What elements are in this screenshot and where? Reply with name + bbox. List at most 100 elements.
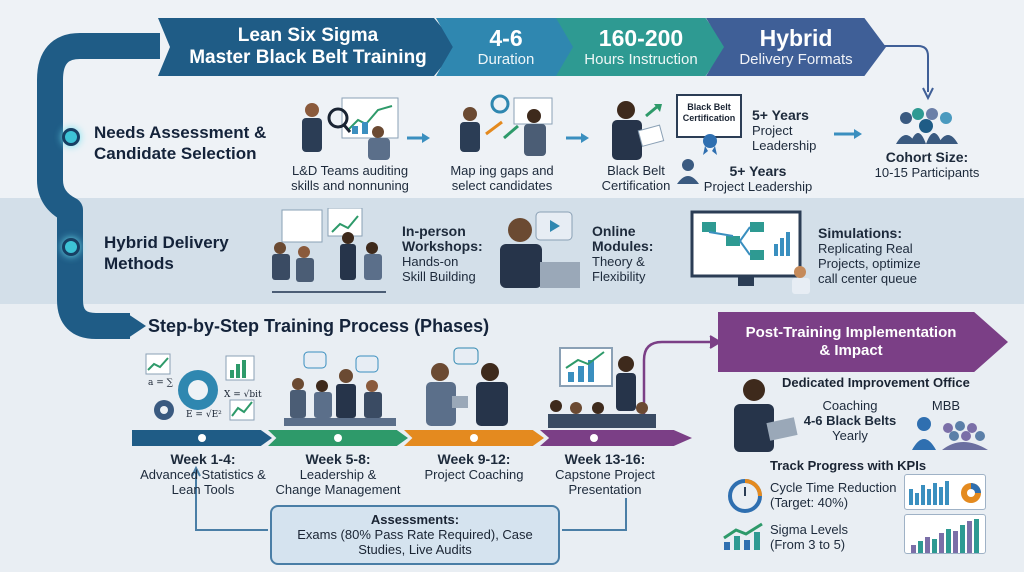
inperson-desc-line2: Skill Building [402,269,476,284]
simulations-desc-line2: Projects, optimize [818,256,921,271]
phase-label-1: Week 1-4: Advanced Statistics & Lean Too… [128,451,278,498]
duration-value: 4-6 [489,25,523,51]
assessments-line2: Studies, Live Audits [358,542,472,557]
online-modules: Online Modules: Theory & Flexibility [592,223,654,285]
certificate-badge: Black Belt Certification [676,94,742,138]
phase-label-2: Week 5-8: Leadership & Change Management [266,451,410,498]
kpi-dashboard-panel-2 [904,514,986,554]
step1-line2: skills and nonnuning [291,178,409,193]
hybrid-title: Hybrid Delivery Methods [104,232,229,274]
phase-4-week: Week 13-16: [564,451,646,467]
ribbon-seal-icon [703,134,717,155]
step3-line1: Black Belt [607,163,665,178]
duration-chevron: 4-6 Duration [436,18,576,76]
requirement1-value: 5+ Years [752,107,809,123]
cohort-info: Cohort Size: 10-15 Participants [862,149,992,181]
inperson-title-line1: In-person [402,223,466,239]
formula-1: a = ∑ [148,378,174,388]
cohort-title: Cohort Size: [885,149,969,165]
step2-line1: Map ing gaps and [450,163,554,178]
hybrid-title-line1: Hybrid Delivery [104,233,229,252]
phase-bar-1 [132,430,272,446]
kpi-dashboard-panel-1 [904,474,986,510]
office-title: Dedicated Improvement Office [782,375,970,390]
simulations-title: Simulations: [818,225,903,241]
phase-4-line1: Capstone Project [555,467,655,482]
requirement2-label: Project Leadership [703,179,813,194]
step2-label: Map ing gaps and select candidates [440,163,564,193]
mbb-team-icon [912,417,988,450]
requirement1-line2: Leadership [752,138,817,153]
needs-title: Needs Assessment & Candidate Selection [94,122,266,164]
kpi1-line2: (Target: 40%) [770,495,849,510]
kpi-sigma-levels: Sigma Levels (From 3 to 5) [770,522,848,552]
ld-team-illustration [302,97,399,160]
hours-value: 160-200 [598,25,684,51]
formula-3: E = √E² [186,410,222,420]
phase-1-week: Week 1-4: [170,451,236,467]
coaching-illustration [426,347,508,426]
process-title: Step-by-Step Training Process (Phases) [148,316,490,336]
capstone-presentation-illustration [548,347,656,428]
requirement2-value: 5+ Years [729,163,787,179]
phase-bar-2 [268,430,408,446]
hours-chevron: 160-200 Hours Instruction [556,18,726,76]
simulation-monitor-illustration [690,210,810,294]
program-title-chevron: Lean Six Sigma Master Black Belt Trainin… [158,18,458,76]
online-title-line2: Modules: [592,238,654,254]
online-learner-illustration [500,211,580,288]
requirement2: 5+ Years Project Leadership [700,163,816,195]
step1-label: L&D Teams auditing skills and nonnuning [288,163,412,193]
kpi1-line1: Cycle Time Reduction [770,480,897,495]
hours-label: Hours Instruction [584,51,698,68]
needs-title-line1: Needs Assessment & [94,123,267,142]
person-icon [677,159,699,184]
hybrid-title-line2: Methods [104,254,174,273]
phase-2-line2: Change Management [275,482,401,497]
leadership-team-illustration [284,351,396,426]
inperson-title-line2: Workshops: [402,238,483,254]
simulations-desc-line3: call center queue [818,271,918,286]
post-training-title-line2: & Impact [819,342,883,359]
formula-2: X = √bit [224,390,262,400]
stopwatch-icon [728,479,762,513]
needs-title-line2: Candidate Selection [94,144,257,163]
coaching-line1: Coaching [822,398,878,413]
improvement-office-person-illustration [734,379,798,452]
mbb-label: MBB [931,398,961,413]
simulations-desc-line1: Replicating Real [818,241,913,256]
phase-1-line1: Advanced Statistics & [140,467,266,482]
post-training-arrow: Post-Training Implementation & Impact [718,312,1008,372]
simulations: Simulations: Replicating Real Projects, … [818,225,921,287]
assessments-title: Assessments: [370,512,460,527]
online-desc-line2: Flexibility [592,269,646,284]
step3-line2: Certification [601,178,671,193]
delivery-chevron: Hybrid Delivery Formats [706,18,886,76]
phase-2-week: Week 5-8: [305,451,371,467]
statistics-tools-illustration [145,353,255,421]
requirement1-line1: Project [752,123,793,138]
certificate-line1: Black Belt [687,102,731,112]
kpi2-line1: Sigma Levels [770,522,849,537]
black-belt-person-illustration [612,101,665,160]
kpi-cycle-time: Cycle Time Reduction (Target: 40%) [770,480,896,510]
phase-label-4: Week 13-16: Capstone Project Presentatio… [540,451,670,498]
step2-line2: select candidates [451,178,553,193]
certificate-line2: Certification [682,113,736,123]
step1-line1: L&D Teams auditing [291,163,409,178]
delivery-value: Hybrid [759,25,833,51]
program-title-line2: Master Black Belt Training [189,47,427,68]
coaching-info: Coaching 4-6 Black Belts Yearly [800,398,900,443]
step3-label: Black Belt Certification [586,163,686,193]
online-desc-line1: Theory & [592,254,645,269]
workshop-illustration [272,208,386,293]
post-training-title-line1: Post-Training Implementation [745,324,957,341]
requirement1: 5+ Years Project Leadership [752,107,817,154]
coaching-line2: 4-6 Black Belts [803,413,897,428]
mapping-gaps-illustration [460,94,553,156]
delivery-label: Delivery Formats [739,51,853,68]
needs-node [62,128,80,146]
trend-up-icon [723,522,763,550]
online-title-line1: Online [592,223,636,239]
